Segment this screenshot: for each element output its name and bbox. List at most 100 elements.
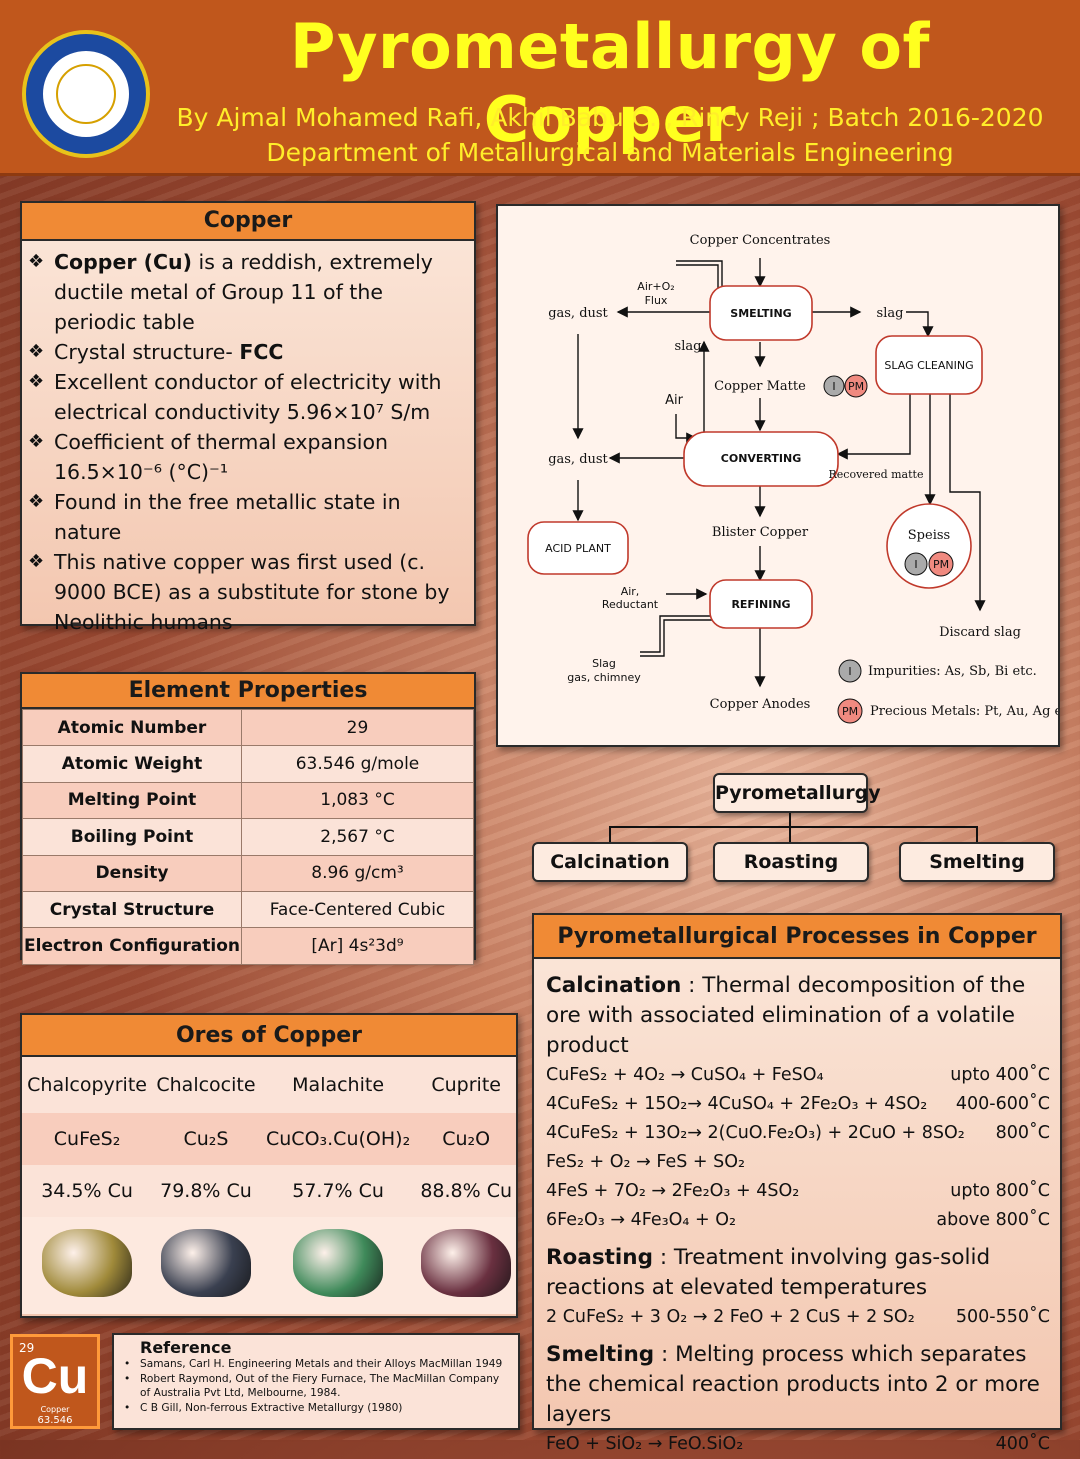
property-value: 63.546 g/mole xyxy=(241,745,474,783)
ore-name: Chalcopyrite xyxy=(22,1057,153,1113)
roasting-desc: : Treatment involving gas-solid reaction… xyxy=(546,1245,991,1300)
equation-row: FeS₂ + O₂ → FeS + SO₂ xyxy=(546,1148,1050,1177)
equation-row: 6Fe₂O₃ → 4Fe₃O₄ + O₂ above 800˚C xyxy=(546,1206,1050,1235)
ore-image-cell xyxy=(22,1217,153,1314)
processes-title: Pyrometallurgical Processes in Copper xyxy=(534,915,1060,959)
tile-weight: 63.546 xyxy=(37,1415,73,1426)
fact-text: Excellent conductor of electricity with … xyxy=(54,370,442,424)
roasting-section: Roasting : Treatment involving gas-solid… xyxy=(546,1243,1050,1303)
tree-root-pyrometallurgy: Pyrometallurgy xyxy=(713,773,881,813)
equation: 6Fe₂O₃ → 4Fe₃O₄ + O₂ xyxy=(546,1210,736,1230)
tree-connector xyxy=(789,826,791,842)
flow-acid-plant: ACID PLANT xyxy=(545,542,611,555)
table-row: Electron Configuration[Ar] 4s²3d⁹ xyxy=(22,927,474,965)
chalcopyrite-rock-icon xyxy=(42,1229,133,1297)
flow-slag-1: slag xyxy=(877,306,904,321)
ore-image-cell xyxy=(152,1217,260,1314)
college-logo-icon xyxy=(22,30,150,158)
list-item: ❖Excellent conductor of electricity with… xyxy=(28,367,466,427)
property-value: 29 xyxy=(241,708,474,747)
property-value: 1,083 °C xyxy=(241,781,474,820)
ore-name: Cuprite xyxy=(416,1057,516,1113)
header: Pyrometallurgy of Copper By Ajmal Mohame… xyxy=(0,0,1080,176)
flow-blister: Blister Copper xyxy=(712,525,809,540)
temperature: 500-550˚C xyxy=(955,1307,1050,1327)
legend-pm-marker: PM xyxy=(842,705,858,718)
list-item: ❖Found in the free metallic state in nat… xyxy=(28,487,466,547)
calcination-section: Calcination : Thermal decomposition of t… xyxy=(546,971,1050,1061)
equation: 4CuFeS₂ + 15O₂→ 4CuSO₄ + 2Fe₂O₃ + 4SO₂ xyxy=(546,1094,928,1114)
flow-slag-gas-1: Slag xyxy=(592,657,616,670)
flowsheet-diagram: Copper Concentrates gas, dust slag slag … xyxy=(527,233,1058,724)
poster-title: Pyrometallurgy of Copper xyxy=(290,10,930,156)
list-item: Samans, Carl H. Engineering Metals and t… xyxy=(122,1357,510,1372)
ore-percent: 34.5% Cu xyxy=(22,1165,153,1217)
flow-air: Air xyxy=(665,393,684,408)
temperature: upto 400˚C xyxy=(950,1065,1050,1085)
temperature: 400˚C xyxy=(995,1434,1050,1454)
temperature: upto 800˚C xyxy=(950,1181,1050,1201)
roasting-label: Roasting xyxy=(546,1245,653,1270)
equation-row: 2 CuFeS₂ + 3 O₂ → 2 FeO + 2 CuS + 2 SO₂ 5… xyxy=(546,1303,1050,1332)
list-item: ❖Coefficient of thermal expansion 16.5×1… xyxy=(28,427,466,487)
flow-copper-matte: Copper Matte xyxy=(714,379,806,394)
flow-gas-dust-2: gas, dust xyxy=(548,452,608,467)
ore-percent: 79.8% Cu xyxy=(152,1165,260,1217)
property-value: Face-Centered Cubic xyxy=(241,890,474,929)
property-key: Crystal Structure xyxy=(22,890,242,929)
fact-text: Coefficient of thermal expansion 16.5×10… xyxy=(54,430,389,484)
copper-facts-list: ❖Copper (Cu) is a reddish, extremely duc… xyxy=(22,241,474,637)
ore-formula: Cu₂S xyxy=(152,1113,260,1165)
flow-i-matte: I xyxy=(832,380,835,393)
flow-pm-speiss: PM xyxy=(933,558,949,571)
tree-child-calcination: Calcination xyxy=(532,842,688,882)
list-item: ❖Crystal structure- FCC xyxy=(28,337,466,367)
property-key: Boiling Point xyxy=(22,818,242,856)
ore-image-cell xyxy=(416,1217,516,1314)
processes-body: Calcination : Thermal decomposition of t… xyxy=(534,959,1060,1459)
flowsheet-panel: Copper Concentrates gas, dust slag slag … xyxy=(496,204,1060,747)
calcination-desc: : Thermal decomposition of the ore with … xyxy=(546,973,1026,1058)
legend-i-marker: I xyxy=(848,665,851,678)
copper-panel: Copper ❖Copper (Cu) is a reddish, extrem… xyxy=(20,201,476,634)
legend-precious: Precious Metals: Pt, Au, Ag etc. xyxy=(870,704,1058,719)
flow-air-o2: Air+O₂ xyxy=(637,280,674,293)
property-key: Melting Point xyxy=(22,781,242,820)
flow-discard-slag: Discard slag xyxy=(939,625,1021,640)
fact-text: is a reddish, extremely ductile metal of… xyxy=(54,250,433,334)
legend-impurities: Impurities: As, Sb, Bi etc. xyxy=(868,664,1037,679)
property-key: Density xyxy=(22,854,242,892)
ore-name: Malachite xyxy=(259,1057,417,1113)
cuprite-rock-icon xyxy=(421,1229,512,1297)
flow-flux: Flux xyxy=(645,294,668,307)
ores-panel: Ores of Copper Chalcopyrite Chalcocite M… xyxy=(20,1013,518,1318)
diamond-bullet-icon: ❖ xyxy=(28,341,45,362)
equation-row: 4CuFeS₂ + 13O₂→ 2(CuO.Fe₂O₃) + 2CuO + 8S… xyxy=(546,1119,1050,1148)
copper-panel-title: Copper xyxy=(22,203,474,241)
authors-byline: By Ajmal Mohamed Rafi, Akhil Babu C. , R… xyxy=(176,103,1044,132)
reference-panel: Reference Samans, Carl H. Engineering Me… xyxy=(112,1333,520,1430)
equation: 2 CuFeS₂ + 3 O₂ → 2 FeO + 2 CuS + 2 SO₂ xyxy=(546,1307,915,1327)
tree-connector xyxy=(976,826,978,842)
flow-air-reductant-2: Reductant xyxy=(602,598,659,611)
smelting-section: Smelting : Melting process which separat… xyxy=(546,1340,1050,1430)
list-item: Robert Raymond, Out of the Fiery Furnace… xyxy=(122,1372,510,1401)
temperature: above 800˚C xyxy=(936,1210,1050,1230)
diamond-bullet-icon: ❖ xyxy=(28,251,45,272)
flow-refining: REFINING xyxy=(731,598,790,611)
list-item: ❖This native copper was first used (c. 9… xyxy=(28,547,466,637)
periodic-tile: 29 Cu Copper 63.546 xyxy=(10,1334,100,1429)
flow-slag-cleaning: SLAG CLEANING xyxy=(884,359,973,372)
fact-text: Found in the free metallic state in natu… xyxy=(54,490,401,544)
tree-connector xyxy=(789,813,791,827)
flow-gas-dust-1: gas, dust xyxy=(548,306,608,321)
